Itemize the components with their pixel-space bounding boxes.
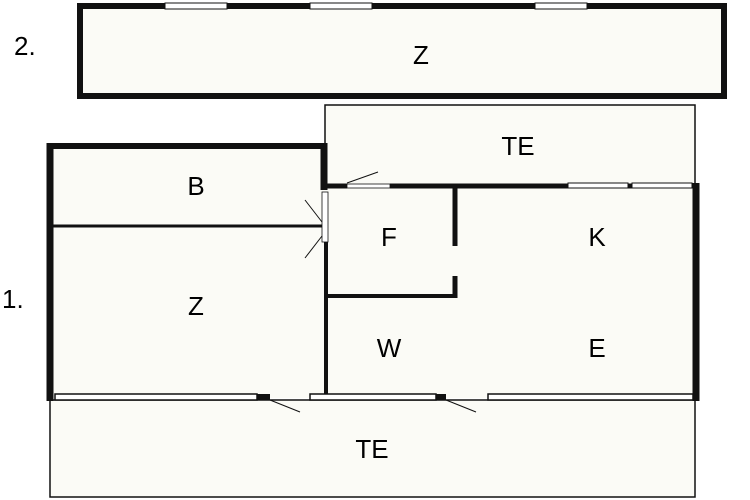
door-swing	[445, 399, 477, 413]
window	[487, 393, 694, 401]
room-label-f: F	[381, 222, 397, 252]
door-opening	[346, 183, 391, 189]
room-label-k: K	[588, 222, 606, 252]
room-label-b: B	[187, 171, 204, 201]
floor-1	[46, 104, 700, 498]
door-swing	[346, 171, 379, 184]
room-label-te-upper: TE	[501, 131, 534, 161]
window	[164, 2, 228, 10]
floor-label-2: 2.	[14, 31, 36, 61]
floor-2	[77, 2, 727, 99]
room-label-te-lower: TE	[355, 434, 388, 464]
floor-label-1: 1.	[2, 284, 24, 314]
room-label-w: W	[377, 333, 402, 363]
terrace-upper	[324, 104, 696, 186]
room-label-e: E	[588, 333, 605, 363]
window	[534, 2, 588, 10]
window	[309, 2, 373, 10]
interior-floor	[325, 186, 695, 398]
window	[631, 182, 693, 189]
floor-2-room-z	[77, 3, 727, 99]
room-label-z-lower: Z	[188, 291, 204, 321]
window	[567, 182, 629, 189]
window	[54, 393, 258, 401]
interior-floor	[50, 146, 325, 398]
window	[309, 393, 437, 401]
terrace-lower	[49, 399, 696, 498]
door-swing	[304, 235, 323, 259]
door-swing	[269, 399, 301, 413]
door-opening	[321, 191, 329, 243]
room-label-z-upper: Z	[413, 40, 429, 70]
door-swing	[304, 199, 323, 223]
